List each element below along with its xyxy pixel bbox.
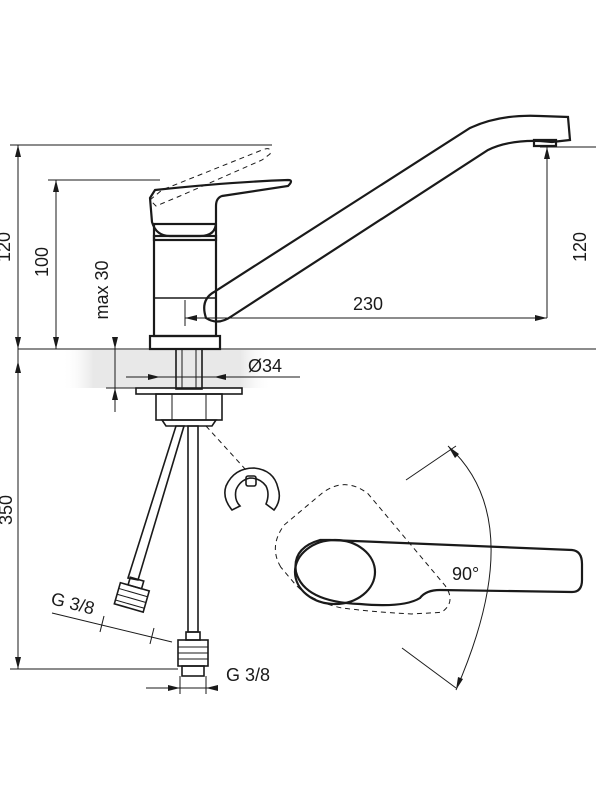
dimension-thread-bottom: G 3/8	[146, 665, 270, 694]
dimension-height-lever: 100	[32, 179, 160, 349]
faucet-body	[148, 114, 572, 351]
label-rotation-angle: 90°	[452, 564, 479, 584]
label-thread-bottom: G 3/8	[226, 665, 270, 685]
label-height-total: 120	[0, 232, 14, 262]
dimension-hose-length: 350	[0, 349, 178, 670]
dimension-spout-height: 120	[540, 146, 596, 318]
label-spout-reach: 230	[353, 294, 383, 314]
bottom-fitting	[177, 631, 209, 677]
dimension-hole-diameter: Ø34	[126, 356, 300, 380]
countertop-shading	[62, 350, 272, 388]
label-max-thickness: max 30	[92, 260, 112, 319]
clip-detail	[205, 425, 281, 512]
dimension-height-total: 120	[0, 144, 272, 349]
label-height-lever: 100	[32, 247, 52, 277]
label-spout-height: 120	[570, 232, 590, 262]
label-hole-diameter: Ø34	[248, 356, 282, 376]
dimension-max-thickness: max 30	[92, 260, 136, 412]
top-view-rotation: 90°	[274, 445, 584, 691]
label-hose-length: 350	[0, 495, 16, 525]
supply-hoses	[113, 425, 209, 677]
left-fitting	[113, 576, 151, 614]
mounting-assembly	[135, 348, 243, 427]
dimension-thread-left: G 3/8	[49, 588, 173, 645]
dimension-spout-reach: 230	[184, 294, 547, 326]
